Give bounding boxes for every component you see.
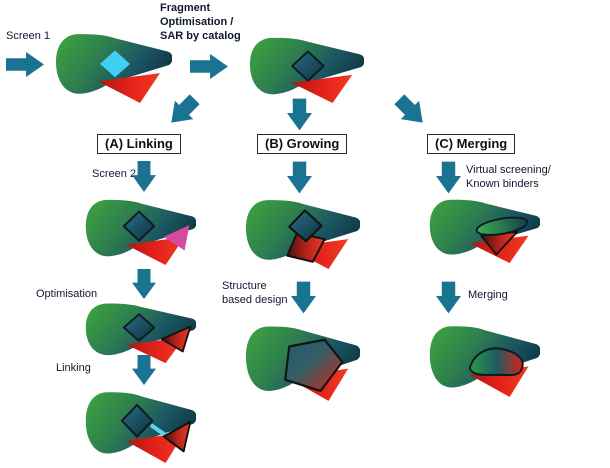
pocket-screen1 — [56, 34, 172, 103]
merging-label: Merging — [468, 289, 508, 301]
header-growing: (B) Growing — [257, 134, 348, 154]
header-merging: (C) Merging — [427, 134, 516, 154]
arrow-down-icon — [291, 281, 316, 314]
arrow-down-icon — [436, 281, 461, 314]
fragment-teal-diamond — [122, 210, 156, 242]
arrow-right-icon — [190, 54, 228, 79]
fragment-teal-diamond — [288, 209, 323, 243]
fragment-merged-compound — [468, 347, 524, 377]
pocket-merging-step2 — [429, 326, 540, 397]
pocket-optimised-fragment — [249, 37, 364, 104]
pocket-linked-compound — [85, 392, 196, 463]
pocket-growing-step1 — [245, 200, 360, 269]
fragment-red-triangle — [162, 420, 192, 453]
pocket-merging-step1 — [429, 199, 540, 264]
fragment-teal-diamond — [291, 50, 325, 82]
arrow-down-icon — [132, 355, 156, 385]
arrow-down-icon — [436, 161, 461, 194]
arrow-down-icon — [132, 269, 156, 299]
arrow-right-icon — [6, 52, 44, 77]
fragment-green-crescent — [475, 216, 529, 236]
screen2-label: Screen 2 — [92, 168, 137, 180]
pocket-growing-step2 — [245, 326, 360, 401]
linking-label: Linking — [56, 362, 91, 374]
fragment-grown-compound — [284, 338, 344, 392]
fragment-grown-extension — [286, 231, 326, 263]
fragment-magenta-triangle — [163, 225, 190, 251]
pocket-linking-screen2 — [85, 199, 196, 266]
fragment-optimisation-label: Fragment Optimisation / SAR by catalog — [160, 2, 241, 42]
optimisation-label: Optimisation — [36, 288, 98, 300]
arrow-down-icon — [287, 161, 312, 194]
arrow-down-icon — [287, 98, 312, 131]
virtual-screening-label: Virtual screening/ Known binders — [466, 164, 551, 190]
fragment-teal-diamond — [122, 313, 156, 342]
arrow-down-icon — [132, 161, 156, 192]
pocket-linking-optimised — [85, 303, 196, 364]
fragment-teal-diamond — [120, 403, 154, 438]
structure-based-design-label: Structure based design — [222, 280, 288, 306]
fragment-cyan-diamond — [100, 50, 130, 78]
header-linking: (A) Linking — [97, 134, 181, 154]
arrow-down-right-icon — [390, 90, 432, 132]
fragment-red-triangle — [160, 325, 192, 353]
screen1-label: Screen 1 — [6, 30, 51, 42]
